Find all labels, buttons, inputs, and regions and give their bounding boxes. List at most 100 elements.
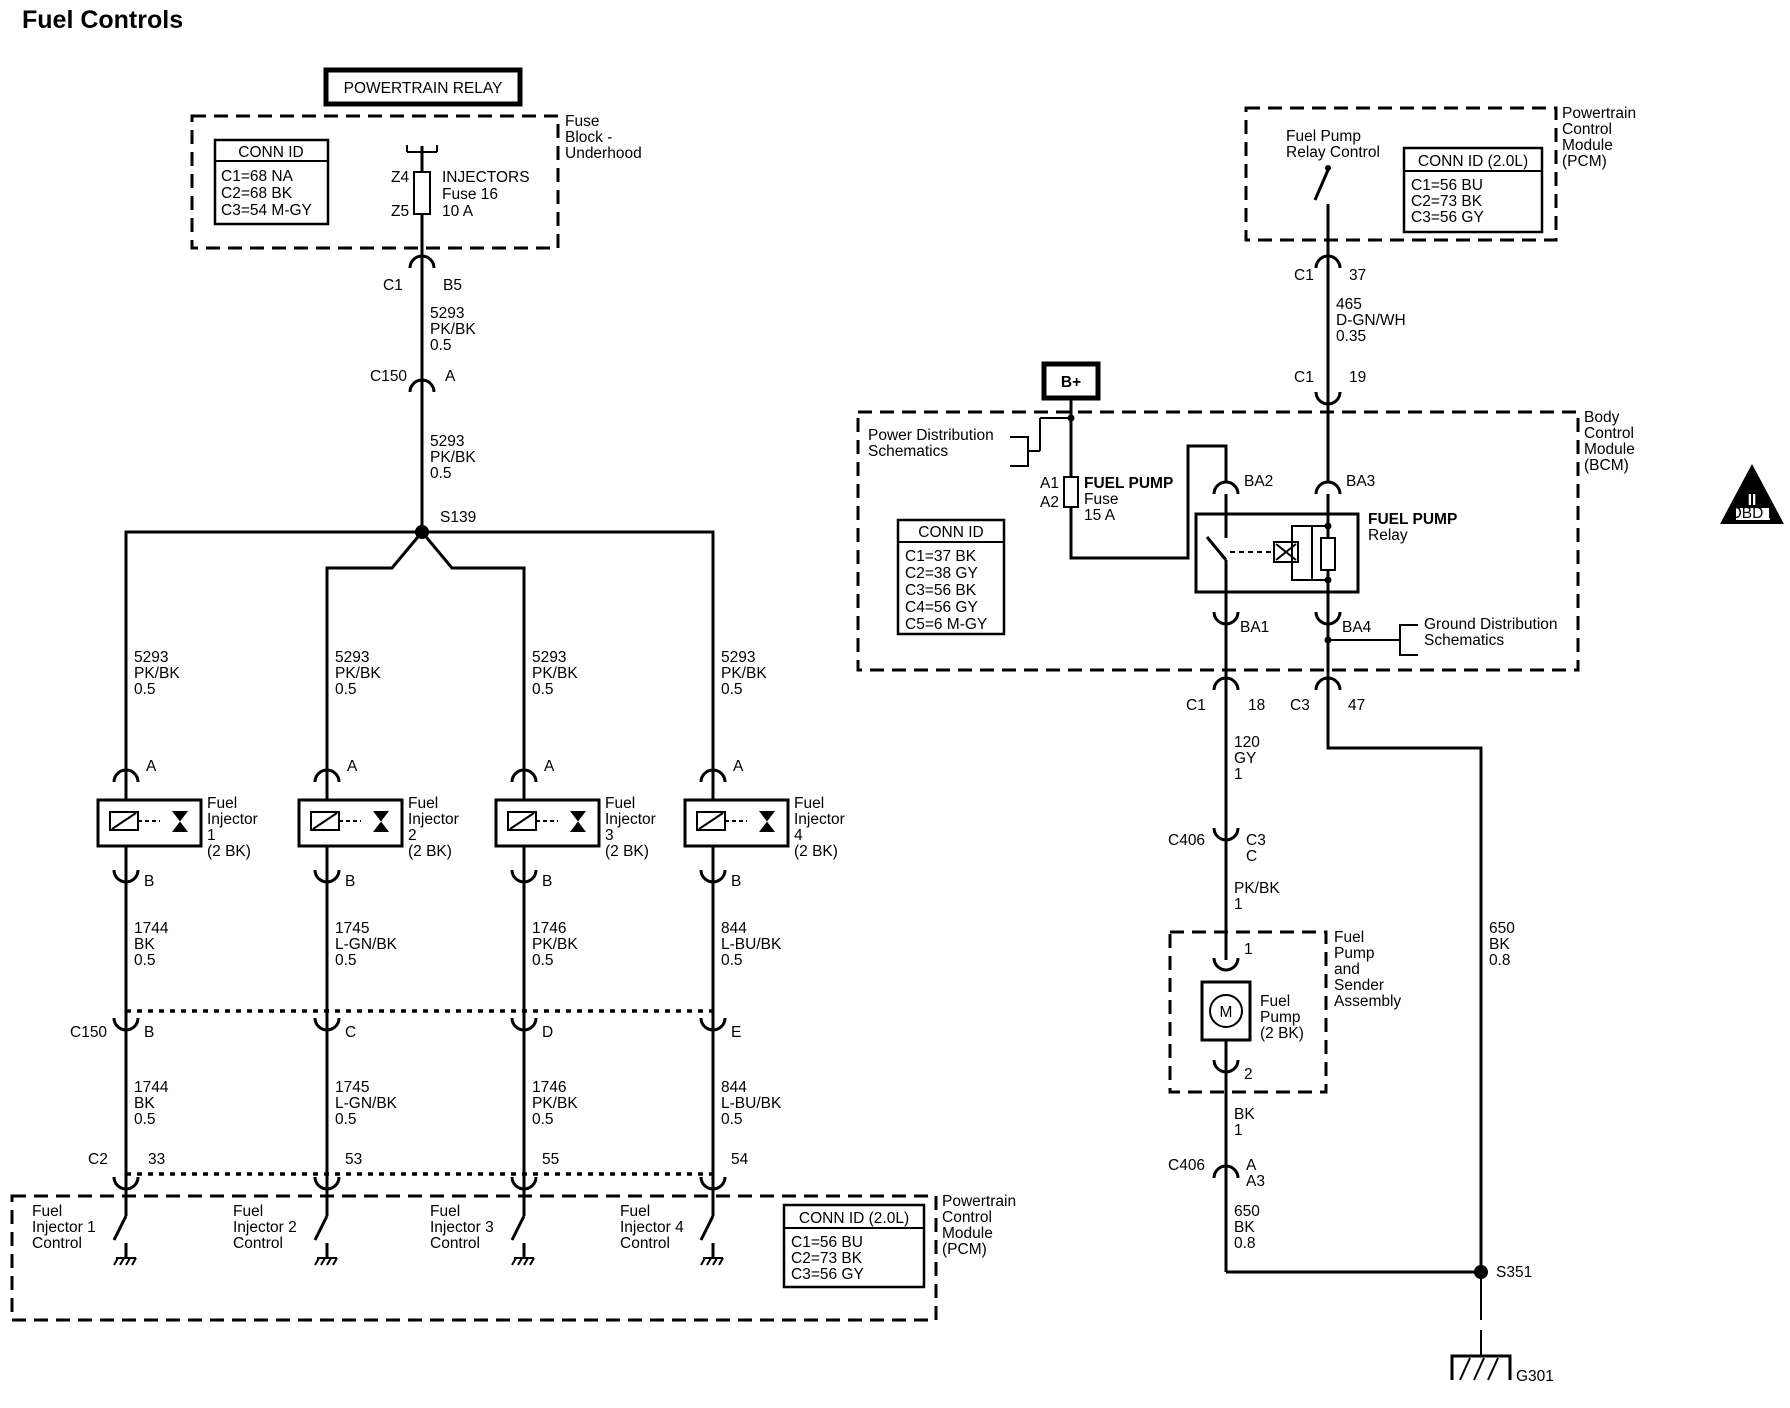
inj2-wire-out-3: 0.5: [335, 952, 357, 969]
pcm-top-label-4: (PCM): [1562, 153, 1607, 170]
wire-120-3: 1: [1234, 766, 1243, 783]
inj1-c150-pin: B: [144, 1024, 154, 1041]
pcm-bottom-label-4: (PCM): [942, 1241, 987, 1258]
wire-5293-top-2: PK/BK: [430, 321, 476, 338]
splice-s139: S139: [124, 509, 715, 800]
power-dist-label-1: Power Distribution: [868, 427, 994, 444]
fuel-pump-fuse-label-1: FUEL PUMP: [1084, 475, 1173, 492]
power-dist-label-2: Schematics: [868, 443, 948, 460]
connector-c1-b5: [408, 254, 436, 269]
inj4-wire-pcm-3: 0.5: [721, 1111, 743, 1128]
injectors-fuse-label-1: INJECTORS: [442, 169, 530, 186]
inj2-label-2: Injector: [408, 811, 459, 828]
connector-c150-lower: C150: [70, 1009, 713, 1041]
relay-label-2: Relay: [1368, 527, 1408, 544]
injector-feed-wire: C1 B5 5293 PK/BK 0.5 C150 A 5293 PK/BK 0…: [370, 247, 476, 532]
wire-5293-mid-3: 0.5: [430, 465, 452, 482]
inj1-branch-2: PK/BK: [134, 665, 180, 682]
inj1-wire-out-3: 0.5: [134, 952, 156, 969]
c1-label: C1: [383, 277, 403, 294]
inj2-c150-pin: C: [345, 1024, 356, 1041]
inj3-wire-pcm-1: 1746: [532, 1079, 566, 1096]
inj2-control-2: Injector 2: [233, 1219, 297, 1236]
fuse-block-label-3: Underhood: [565, 145, 642, 162]
page-title: Fuel Controls: [22, 6, 184, 34]
inj1-label-1: Fuel: [207, 795, 237, 812]
inj3-wire-pcm-2: PK/BK: [532, 1095, 578, 1112]
inj4-branch-2: PK/BK: [721, 665, 767, 682]
inj4-control-2: Injector 4: [620, 1219, 684, 1236]
c2-label: C2: [88, 1151, 108, 1168]
injector-4-column: 5293 PK/BK 0.5 A Fuel Injector 4 (2 BK) …: [683, 649, 845, 1266]
inj3-pin-a: A: [544, 758, 555, 775]
wire-5293-top-1: 5293: [430, 305, 464, 322]
inj1-label-2: Injector: [207, 811, 258, 828]
assembly-label-4: Sender: [1334, 977, 1384, 994]
wire-650-right-2: BK: [1489, 936, 1510, 953]
fuel-injector-1-icon: [96, 798, 203, 848]
inj1-control-1: Fuel: [32, 1203, 62, 1220]
inj4-label-2: Injector: [794, 811, 845, 828]
pump-pin-1: 1: [1244, 941, 1253, 958]
fuel-injector-3-icon: [494, 798, 601, 848]
inj4-pin-b: B: [731, 873, 741, 890]
inj2-pin-a: A: [347, 758, 358, 775]
inj3-wire-out-2: PK/BK: [532, 936, 578, 953]
pin-19-label: 19: [1349, 369, 1366, 386]
splice-s351: S351: [1474, 1264, 1532, 1356]
c406-top-label: C406: [1168, 832, 1205, 849]
inj4-branch-1: 5293: [721, 649, 755, 666]
pcm-bottom-conn-2: C2=73 BK: [791, 1250, 863, 1267]
pcm-top-conn-id-title: CONN ID (2.0L): [1418, 153, 1528, 170]
inj1-pin-a: A: [146, 758, 157, 775]
inj4-branch-3: 0.5: [721, 681, 743, 698]
pcm-bottom-label-3: Module: [942, 1225, 993, 1242]
pcm-bottom-label-1: Powertrain: [942, 1193, 1016, 1210]
pin-47-label: 47: [1348, 697, 1365, 714]
inj2-label-3: 2: [408, 827, 417, 844]
inj3-label-3: 3: [605, 827, 614, 844]
inj3-control-2: Injector 3: [430, 1219, 494, 1236]
inj4-pcm-pin: 54: [731, 1151, 749, 1168]
wire-650-right-1: 650: [1489, 920, 1515, 937]
pcm-top-label-2: Control: [1562, 121, 1612, 138]
fuel-pump-fuse-label-2: Fuse: [1084, 491, 1118, 508]
wire-465-3: 0.35: [1336, 328, 1366, 345]
pin-18-label: 18: [1248, 697, 1265, 714]
c406-top-pin-2: C: [1246, 848, 1257, 865]
inj3-wire-out-3: 0.5: [532, 952, 554, 969]
c150-upper-label: C150: [370, 368, 407, 385]
inj4-control-1: Fuel: [620, 1203, 650, 1220]
injector-1-column: 5293 PK/BK 0.5 A Fuel Injector 1 (2 BK) …: [96, 649, 258, 1266]
inj2-label-4: (2 BK): [408, 843, 452, 860]
fuse-block-label-2: Block -: [565, 129, 612, 146]
inj2-branch-1: 5293: [335, 649, 369, 666]
inj1-wire-pcm-2: BK: [134, 1095, 155, 1112]
inj1-pin-b: B: [144, 873, 154, 890]
inj4-control-3: Control: [620, 1235, 670, 1252]
ground-g301-icon: G301: [1450, 1354, 1554, 1385]
fuel-pump-relay-icon: [1194, 480, 1360, 626]
c3-label: C3: [1290, 697, 1310, 714]
inj3-pcm-pin: 55: [542, 1151, 559, 1168]
c150-lower-label: C150: [70, 1024, 107, 1041]
inj1-wire-out-1: 1744: [134, 920, 169, 937]
c406-bot-pin-1: A: [1246, 1157, 1257, 1174]
inj2-wire-pcm-3: 0.5: [335, 1111, 357, 1128]
powertrain-relay-box: POWERTRAIN RELAY: [323, 67, 523, 107]
ground-g301-label: G301: [1516, 1368, 1554, 1385]
c1-lower-label: C1: [1186, 697, 1206, 714]
inj3-wire-pcm-3: 0.5: [532, 1111, 554, 1128]
inj2-wire-pcm-1: 1745: [335, 1079, 369, 1096]
connector-c150-a: [408, 378, 436, 393]
motor-label: M: [1220, 1004, 1233, 1021]
wire-pk-2: 1: [1234, 896, 1243, 913]
inj3-c150-pin: D: [542, 1024, 553, 1041]
inj3-control-1: Fuel: [430, 1203, 460, 1220]
wire-650-low-1: 650: [1234, 1203, 1260, 1220]
bcm-label-2: Control: [1584, 425, 1634, 442]
relay-pin-ba3: BA3: [1346, 473, 1375, 490]
fuel-injector-2-icon: [297, 798, 404, 848]
bcm-conn-1: C1=37 BK: [905, 548, 977, 565]
c1-mid-label: C1: [1294, 369, 1314, 386]
